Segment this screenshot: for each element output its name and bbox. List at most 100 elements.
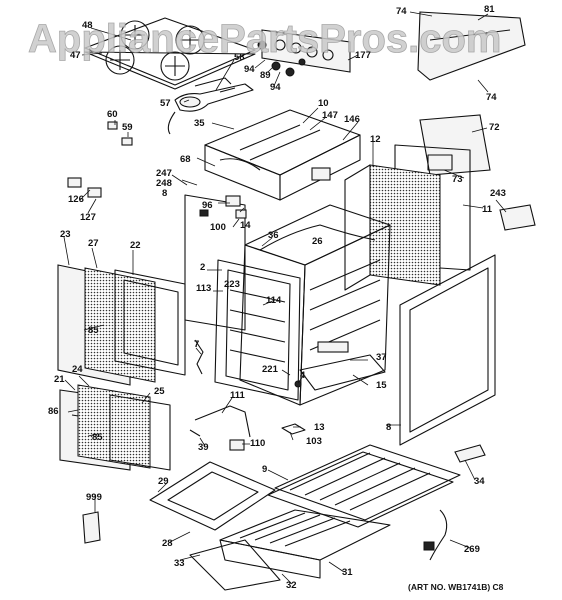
callout-label: 23 — [60, 229, 71, 240]
callout-label: 58 — [234, 52, 245, 63]
upper-oven-door — [57, 264, 186, 386]
part-4 — [294, 380, 302, 388]
callout-label: 9 — [262, 464, 267, 475]
callout-label: 68 — [180, 154, 191, 165]
callout-label: 248 — [156, 178, 172, 189]
callout-label: 110 — [250, 438, 265, 449]
power-cord — [429, 509, 448, 561]
callout-label: 10 — [318, 98, 329, 109]
callout-label: 12 — [370, 134, 381, 145]
top-frame — [204, 109, 361, 201]
callout-label: 111 — [230, 390, 246, 401]
storage-drawer — [219, 509, 391, 579]
callout-label: 223 — [224, 279, 240, 290]
callout-label: 35 — [194, 118, 205, 129]
callout-label: 36 — [268, 230, 279, 241]
callout-label: 247 — [156, 168, 172, 179]
callout-label: 89 — [260, 70, 271, 81]
callout-label: 28 — [162, 538, 173, 549]
insulation-edge — [344, 164, 371, 291]
callout-label: 48 — [82, 20, 93, 31]
block-127 — [87, 187, 102, 198]
callout-label: 25 — [154, 386, 165, 397]
lower-oven-door — [59, 384, 171, 471]
callout-label: 21 — [54, 374, 65, 385]
callout-label: 269 — [464, 544, 480, 555]
callout-label: 114 — [266, 295, 282, 306]
manual-card — [82, 511, 101, 544]
callout-label: 34 — [474, 476, 485, 487]
callout-label: 100 — [210, 222, 226, 233]
callout-label: 96 — [202, 200, 213, 211]
small-part-59 — [121, 137, 133, 146]
drawer-panel — [189, 539, 281, 591]
bake-burner — [189, 405, 251, 451]
bracket-34 — [454, 444, 486, 463]
callout-label: 8 — [162, 188, 167, 199]
callout-label: 11 — [482, 204, 493, 215]
callout-label: 27 — [88, 238, 99, 249]
callout-label: 26 — [312, 236, 323, 247]
callout-label: 32 — [286, 580, 297, 591]
callout-label: 94 — [270, 82, 281, 93]
oven-racks — [267, 444, 461, 528]
callout-label: 72 — [489, 122, 500, 133]
power-cord-plug — [423, 541, 435, 551]
burner-assembly — [167, 77, 254, 135]
callout-label: 999 — [86, 492, 102, 503]
left-side-panel — [184, 194, 247, 331]
broiler-pan — [149, 461, 276, 531]
callout-label: 4 — [300, 370, 306, 381]
oven-cavity — [239, 204, 391, 406]
callout-label: 146 — [344, 114, 360, 125]
insulation-blanket — [369, 164, 441, 286]
callout-label: 7 — [194, 339, 199, 350]
callout-label: 127 — [80, 212, 96, 223]
callout-label: 126 — [68, 194, 84, 205]
backguard — [417, 11, 526, 81]
callout-label: 85 — [88, 325, 99, 336]
right-side-panel-inner — [409, 267, 489, 433]
watermark-text: AppliancePartsPros.com — [28, 17, 502, 61]
callout-label: 14 — [240, 220, 251, 231]
callout-label: 59 — [122, 122, 133, 133]
callout-label: 39 — [198, 442, 209, 453]
callout-label: 147 — [322, 110, 338, 121]
callout-labels: 48 47 58 57 60 59 35 177 74 81 94 89 94 … — [48, 4, 506, 591]
callout-label: 73 — [452, 174, 463, 185]
door-hinge-7 — [194, 339, 204, 375]
callout-label: 74 — [486, 92, 497, 103]
front-frame — [214, 259, 301, 401]
callout-label: 177 — [355, 50, 371, 61]
control-panel — [261, 29, 351, 73]
cooktop-grate — [84, 17, 256, 90]
callout-label: 13 — [314, 422, 325, 433]
art-number: (ART NO. WB1741B) C8 — [408, 582, 504, 592]
leveling-leg — [281, 423, 306, 435]
callout-label: 15 — [376, 380, 387, 391]
small-part-60 — [107, 121, 118, 130]
callout-label: 103 — [306, 436, 322, 447]
callout-label: 29 — [158, 476, 169, 487]
callout-label: 85 — [92, 432, 103, 443]
callout-label: 33 — [174, 558, 185, 569]
callout-label: 37 — [376, 352, 387, 363]
callout-label: 86 — [48, 406, 59, 417]
bottom-bracket — [299, 354, 386, 391]
callout-label: 22 — [130, 240, 141, 251]
callout-label: 2 — [200, 262, 205, 273]
callout-label: 221 — [262, 364, 279, 375]
callout-label: 47 — [70, 50, 81, 61]
callout-label: 24 — [72, 364, 83, 375]
callout-label: 31 — [342, 567, 353, 578]
callout-label: 60 — [107, 109, 118, 120]
callout-label: 81 — [484, 4, 495, 15]
callout-label: 57 — [160, 98, 171, 109]
control-knobs — [257, 40, 306, 77]
leader-lines — [63, 11, 507, 585]
callout-label: 113 — [196, 283, 211, 294]
block-126 — [67, 177, 82, 188]
callout-label: 8 — [386, 422, 391, 433]
callout-label: 94 — [244, 64, 255, 75]
